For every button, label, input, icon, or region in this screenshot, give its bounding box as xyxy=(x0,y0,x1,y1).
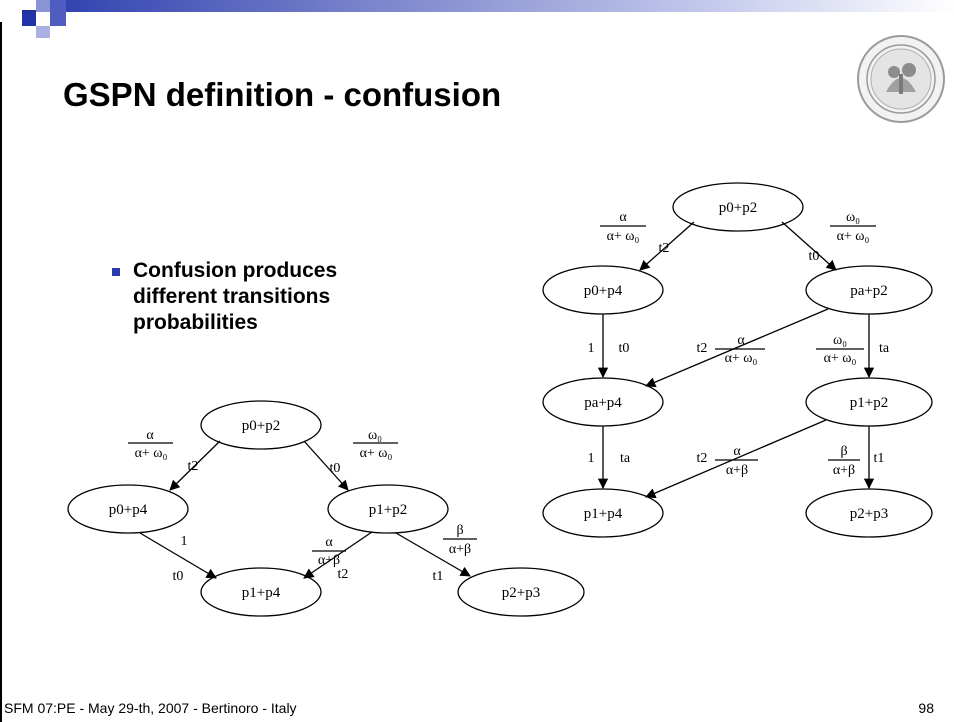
edge-numerator: β xyxy=(456,523,463,538)
left-edge-1 xyxy=(169,440,221,491)
bullet-text: Confusion produces different transitions… xyxy=(133,259,338,334)
node-label: p0+p2 xyxy=(242,418,280,434)
deco-square xyxy=(36,26,50,38)
edge-denominator: α+ ω₀ xyxy=(360,446,393,461)
edge-transition: t0 xyxy=(173,569,184,584)
edge-denominator: α+ ω₀ xyxy=(824,351,857,366)
edge-transition: t2 xyxy=(188,459,199,474)
node-label: p2+p3 xyxy=(850,506,888,522)
node-label: p0+p4 xyxy=(109,502,148,518)
node-label: pa+p2 xyxy=(850,283,888,299)
left-node-mid-left xyxy=(67,484,189,534)
left-edge-3 xyxy=(139,532,217,579)
left-graph xyxy=(67,400,585,617)
edge-denominator: α+β xyxy=(318,553,340,568)
edge-denominator: α+β xyxy=(449,542,471,557)
left-edge-2 xyxy=(303,440,349,491)
edge-numerator: α xyxy=(619,210,627,225)
deco-square xyxy=(66,0,954,12)
seal-logo xyxy=(857,35,945,123)
edge-numerator: α xyxy=(325,535,333,550)
left-node-bottom-right xyxy=(457,567,585,617)
left-edge-5 xyxy=(395,532,471,577)
edge-transition: t2 xyxy=(697,341,708,356)
edge-transition: t0 xyxy=(619,341,630,356)
deco-square xyxy=(36,0,50,12)
node-label: p1+p4 xyxy=(242,585,281,601)
right-edge-1 xyxy=(639,221,695,271)
bullet-marker xyxy=(112,268,120,276)
node-label: p1+p2 xyxy=(369,502,407,518)
edge-probability: 1 xyxy=(181,534,188,549)
node-label: p1+p2 xyxy=(850,395,888,411)
node-label: pa+p4 xyxy=(584,395,622,411)
page-number: 98 xyxy=(918,700,934,716)
edge-denominator: α+ ω₀ xyxy=(837,229,870,244)
edge-denominator: α+β xyxy=(833,463,855,478)
edge-denominator: α+ ω₀ xyxy=(725,351,758,366)
right-edge-2 xyxy=(781,221,837,271)
right-node-top xyxy=(672,182,804,232)
edge-denominator: α+β xyxy=(726,463,748,478)
node-label: p1+p4 xyxy=(584,506,623,522)
deco-square xyxy=(50,0,66,26)
edge-transition: t1 xyxy=(433,569,444,584)
left-edge-4 xyxy=(303,531,373,579)
deco-square xyxy=(22,12,36,26)
edge-transition: t0 xyxy=(809,249,820,264)
edge-transition: t2 xyxy=(697,451,708,466)
footer-text: SFM 07:PE - May 29-th, 2007 - Bertinoro … xyxy=(4,700,297,716)
right-edge-7 xyxy=(645,419,827,499)
edge-transition: t1 xyxy=(874,451,885,466)
edge-denominator: α+ ω₀ xyxy=(607,229,640,244)
edge-transition: ta xyxy=(879,341,890,356)
edge-numerator: α xyxy=(146,428,154,443)
edge-probability: 1 xyxy=(588,451,595,466)
node-label: p0+p4 xyxy=(584,283,623,299)
edge-numerator: β xyxy=(840,444,847,459)
edge-transition: t0 xyxy=(330,461,341,476)
left-node-mid-right xyxy=(327,484,449,534)
left-rule xyxy=(0,22,2,722)
node-label: p2+p3 xyxy=(502,585,540,601)
right-graph xyxy=(542,182,933,538)
edge-transition: t2 xyxy=(659,241,670,256)
edge-transition: ta xyxy=(620,451,631,466)
edge-numerator: ω₀ xyxy=(833,333,847,348)
edge-numerator: α xyxy=(737,333,745,348)
edge-denominator: α+ ω₀ xyxy=(135,446,168,461)
edge-numerator: ω₀ xyxy=(368,428,382,443)
edge-numerator: ω₀ xyxy=(846,210,860,225)
right-edge-4 xyxy=(645,308,829,388)
edge-transition: t2 xyxy=(338,567,349,582)
page-title: GSPN definition - confusion xyxy=(63,76,502,113)
left-node-bottom-left xyxy=(200,567,322,617)
edge-numerator: α xyxy=(733,444,741,459)
edge-probability: 1 xyxy=(588,341,595,356)
node-label: p0+p2 xyxy=(719,200,757,216)
left-node-top xyxy=(200,400,322,450)
